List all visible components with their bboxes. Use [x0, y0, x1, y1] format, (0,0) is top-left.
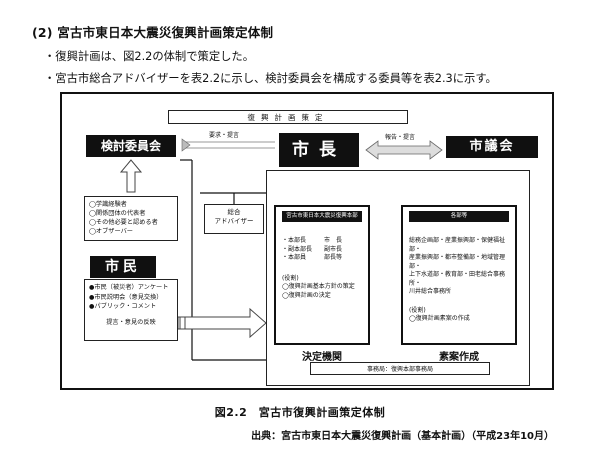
secretariat-box: 事務局：復興本部事務局 [310, 362, 490, 375]
committee-members: ◯学識経験者 ◯関係団体の代表者 ◯その他必要と認める者 ◯オブザーバー [84, 196, 178, 241]
dept-line: 上下水道部・教育部・田老総合事務所・ [409, 271, 506, 287]
draft-creation-label: 素案作成 [439, 352, 479, 363]
duty-line: ◯復興計画基本方針の策定 [282, 283, 355, 290]
panel-header: 各部等 [409, 211, 509, 222]
mayor-box: 市長 [279, 133, 359, 167]
source-citation: 出典：宮古市東日本大震災復興計画（基本計画）（平成23年10月） [251, 431, 554, 442]
citizens-box: 市民 [90, 256, 156, 278]
right-arrow [177, 307, 267, 339]
decision-body-label: 決定機関 [302, 352, 342, 363]
list-item: ●市民説明会（意見交換） [89, 293, 163, 301]
duty-line: ◯復興計画の決定 [282, 291, 331, 299]
figure-caption: 図2.2 宮古市復興計画策定体制 [214, 406, 386, 419]
citizens-note: 提言・意見の反映 [106, 318, 156, 326]
list-item: ●市民（被災者）アンケート [89, 284, 169, 291]
list-item: ◯その他必要と認める者 [89, 219, 158, 226]
member-line: ・本部員 部長等 [282, 254, 343, 261]
duties-title: (役割) [409, 306, 426, 314]
list-item: ◯オブザーバー [89, 228, 133, 235]
bullet-text: ・復興計画は、図2.2の体制で策定した。 [44, 50, 255, 63]
dept-line: 総務企画部・産業振興部・保健福祉部・ [409, 237, 506, 253]
committee-box: 検討委員会 [86, 135, 176, 157]
drafting-panel: 各部等 総務企画部・産業振興部・保健福祉部・ 産業振興部・都市整備部・地域管理部… [401, 205, 517, 345]
list-item: ◯関係団体の代表者 [89, 210, 146, 217]
duty-line: ◯復興計画素案の作成 [409, 315, 470, 322]
bullet-text: ・宮古市総合アドバイザーを表2.2に示し、検討委員会を構成する委員等を表2.3に… [44, 72, 497, 85]
list-item: ●パブリック・コメント [89, 303, 157, 310]
mayor-council-arrow [365, 140, 443, 160]
up-arrow [119, 159, 143, 193]
panel-header: 宮古市東日本大震災復興本部 [282, 211, 362, 222]
decision-panel: 宮古市東日本大震災復興本部 ・本部長 市 長 ・副本部長 副市長 ・本部員 部長… [274, 205, 370, 345]
council-box: 市議会 [446, 136, 538, 158]
duties-title: (役割) [282, 274, 299, 282]
member-line: ・副本部長 副市長 [282, 245, 343, 253]
list-item: ◯学識経験者 [89, 201, 127, 208]
advisor-box: 総合 アドバイザー [204, 204, 264, 234]
report-label: 報告・提言 [384, 134, 415, 141]
section-heading: (2) 宮古市東日本大震災復興計画策定体制 [32, 25, 274, 40]
request-arrowhead [181, 138, 191, 152]
citizens-input-list: ●市民（被災者）アンケート ●市民説明会（意見交換） ●パブリック・コメント 提… [84, 279, 178, 341]
diagram-title-bar: 復興計画策定 [168, 110, 408, 124]
dept-line: 産業振興部・都市整備部・地域管理部・ [409, 254, 506, 270]
dept-line: 川井総合事務所 [409, 288, 452, 295]
organization-diagram [60, 92, 554, 390]
request-label: 要求・提言 [208, 132, 239, 139]
member-line: ・本部長 市 長 [282, 237, 343, 244]
